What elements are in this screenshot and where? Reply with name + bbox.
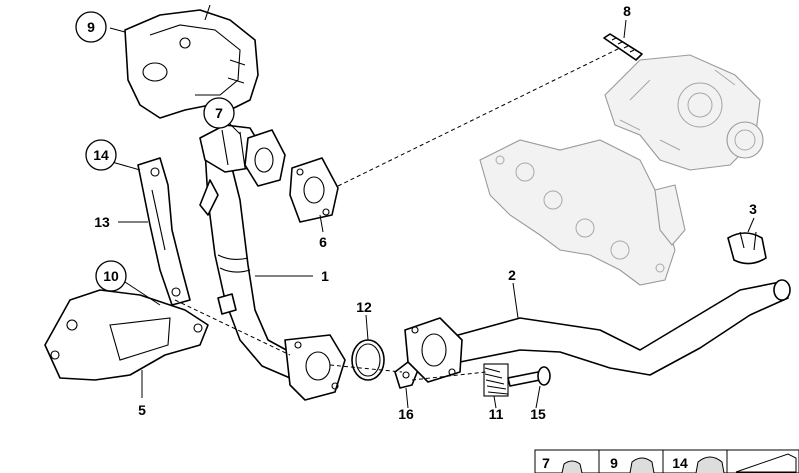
front-pipe-part [199,124,346,401]
callout-3: 3 [749,201,757,217]
callout-15: 15 [530,406,546,422]
callout-10: 10 [95,260,127,292]
svg-text:9: 9 [87,19,95,35]
rear-pipe-part [404,279,791,383]
svg-text:14: 14 [672,455,688,471]
callout-12: 12 [356,299,372,315]
legend-item-9: 9 [610,455,655,473]
upper-flange-part [244,129,286,187]
svg-text:7: 7 [215,105,223,121]
svg-text:9: 9 [610,455,618,471]
callout-6: 6 [319,234,327,250]
callout-7: 7 [203,97,235,129]
flange-nut-icon [695,456,725,473]
svg-text:7: 7 [542,455,550,471]
cap-nut-icon [561,460,583,473]
callout-14: 14 [85,139,117,171]
heat-shield-part [124,4,259,119]
callout-2: 2 [508,267,516,283]
hex-nut-icon [629,457,655,473]
support-bracket-part [137,157,191,306]
leader-lines [109,19,755,409]
callout-labels: 9 7 14 10 13 5 1 6 2 8 3 12 16 11 15 [75,3,757,422]
legend-item-14: 14 [672,455,725,473]
wedge-icon [735,453,797,473]
legend-item-7: 7 [542,455,583,473]
clamp-part [727,231,767,265]
spring-part [483,363,509,397]
bolt-part [507,366,551,387]
callout-1: 1 [321,268,329,284]
gasket-ring-part [351,339,385,381]
svg-text:14: 14 [93,147,109,163]
gasket-flange-part [289,157,339,223]
callout-11: 11 [489,406,504,422]
stud-part [603,33,643,61]
callout-8: 8 [623,3,631,19]
legend-strip: 7 9 14 [534,449,799,473]
callout-5: 5 [138,402,146,418]
assembly-dash-lines [174,47,621,381]
legend-wedge [735,453,797,473]
clip-part [394,361,419,389]
callout-9: 9 [75,11,107,43]
callout-16: 16 [398,406,414,422]
svg-text:10: 10 [103,268,119,284]
callout-13: 13 [94,214,110,230]
turbocharger-manifold-drawing [479,54,764,286]
lower-bracket-part [44,289,209,381]
